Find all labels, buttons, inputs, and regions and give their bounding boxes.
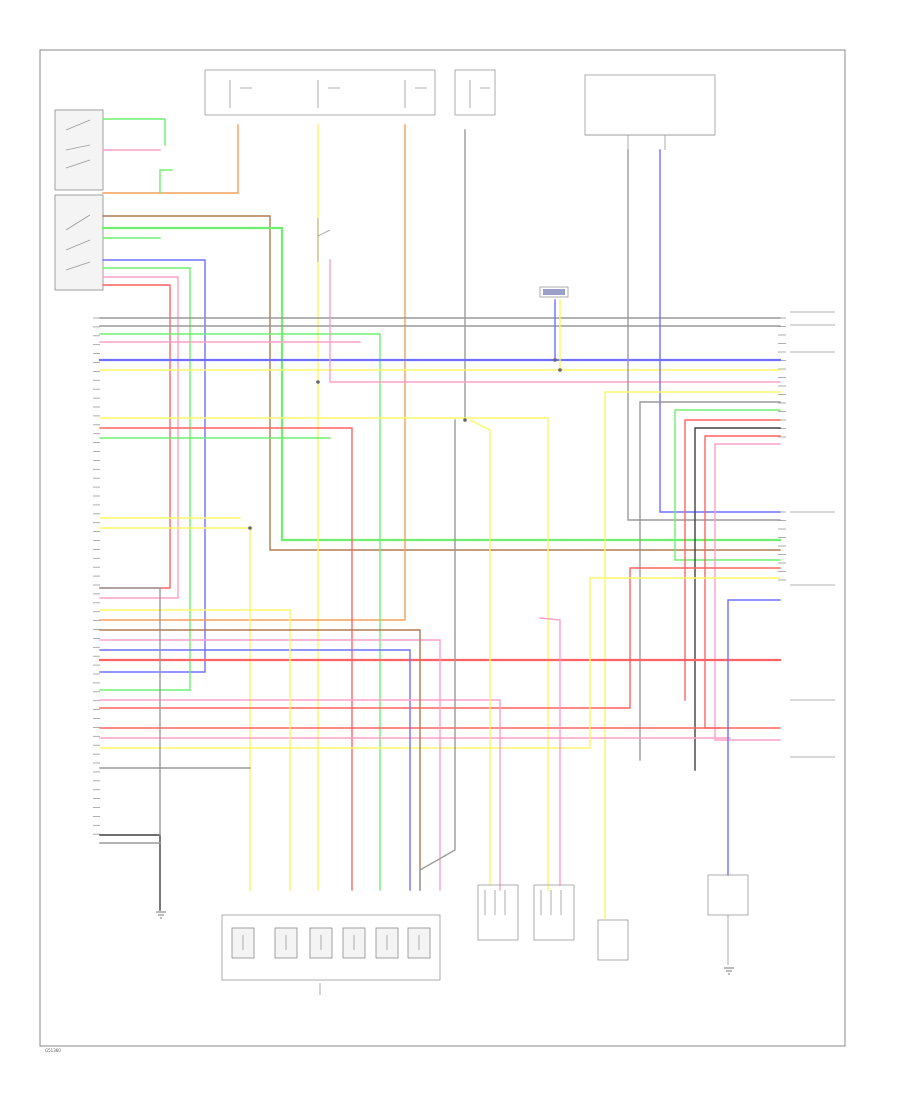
wire-pink-right — [714, 443, 781, 741]
wire-blue-sensor-right — [727, 599, 781, 876]
wire-yellow-sensor2 — [469, 419, 491, 886]
wire-red-solenoid — [99, 427, 353, 891]
wire-orange-switch — [102, 124, 239, 194]
wire-red-right — [684, 419, 781, 701]
bottom-right-sensor — [707, 874, 749, 965]
wire-red-bus2 — [99, 567, 781, 709]
splice-dot — [463, 418, 467, 422]
left-switch-module — [54, 109, 104, 291]
wire-blue-solenoid — [99, 649, 411, 891]
footer-code: G51360 — [45, 1048, 61, 1053]
wire-red-right2 — [704, 435, 781, 729]
wire-yellow-right — [604, 391, 781, 919]
top-right-module — [584, 74, 716, 150]
wire-brown-solenoid — [99, 629, 421, 891]
wire-green-short — [159, 169, 173, 194]
wire-green-long — [101, 226, 782, 542]
ground-symbols — [156, 911, 734, 975]
wire-red-switch — [99, 284, 171, 589]
diagram-frame — [39, 49, 846, 1047]
wire-pink-sensor — [99, 699, 501, 891]
wire-yellow-to-sensor — [99, 417, 549, 891]
wire-gray-diag — [419, 419, 456, 891]
splice-dot — [553, 358, 557, 362]
wire-green-bus — [99, 333, 381, 891]
relay-switch-symbol — [317, 218, 331, 262]
wire-pink-sensor2 — [539, 617, 561, 886]
wire-black-ground — [99, 834, 161, 911]
wire-green-switch — [102, 118, 166, 146]
wire-pink-mid — [329, 259, 781, 383]
wire-yellow-solenoid2 — [99, 609, 291, 891]
wire-gray-ground2 — [99, 587, 161, 836]
wire-green-switch2 — [99, 267, 191, 691]
right-connector-stubs — [790, 311, 835, 758]
wire-green-right — [674, 409, 781, 561]
wire-layer — [98, 118, 782, 919]
splice-dot — [558, 368, 562, 372]
wire-blue-right — [659, 149, 781, 513]
wire-pink-solenoid — [99, 639, 441, 891]
wire-yellow-bus3 — [99, 577, 781, 749]
wire-brown-long — [102, 215, 781, 551]
inline-connector — [539, 286, 569, 298]
wire-blue-switch — [99, 259, 206, 673]
speed-sensors — [477, 884, 575, 941]
splice-dot — [248, 526, 252, 530]
wire-black-right — [694, 427, 781, 771]
solenoid-block — [221, 914, 441, 995]
wire-gray-right — [627, 149, 781, 521]
wire-orange-fuse — [99, 124, 406, 621]
splice-dot — [316, 380, 320, 384]
temp-switch — [597, 919, 629, 961]
fuse-block-top — [204, 69, 496, 116]
wire-gray-right2 — [639, 401, 781, 761]
